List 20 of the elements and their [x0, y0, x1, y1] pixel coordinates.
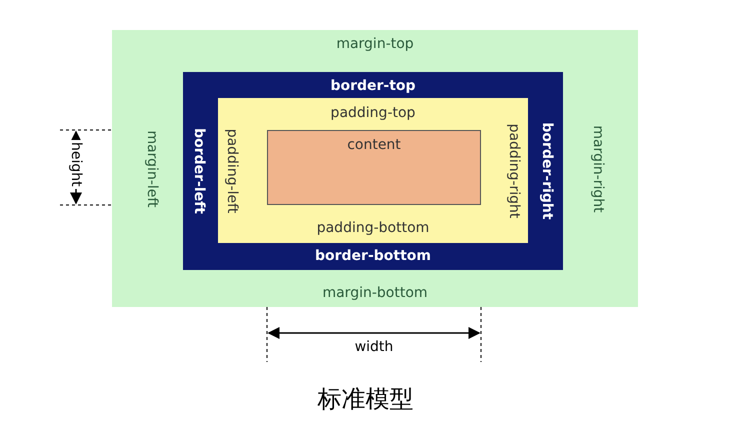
border-area: [183, 72, 563, 270]
padding-area: [218, 98, 528, 243]
padding-label: padding-left: [224, 128, 240, 213]
margin-area: [112, 30, 638, 307]
padding-label: padding-top: [330, 105, 416, 121]
dimension-label: height: [66, 140, 86, 189]
padding-label: padding-bottom: [316, 220, 430, 236]
border-label: border-top: [330, 78, 416, 94]
margin-label: margin-right: [590, 124, 606, 212]
border-label: border-bottom: [315, 248, 431, 264]
margin-label: margin-top: [336, 36, 414, 52]
padding-label: padding-right: [506, 123, 522, 218]
border-label: border-left: [191, 128, 207, 214]
margin-label: margin-left: [144, 130, 160, 208]
caption: 标准模型: [318, 384, 414, 415]
content-area: [267, 130, 481, 205]
content-label: content: [347, 137, 401, 153]
dimension-label: width: [354, 339, 394, 355]
margin-label: margin-bottom: [322, 285, 428, 301]
border-label: border-right: [539, 122, 555, 220]
